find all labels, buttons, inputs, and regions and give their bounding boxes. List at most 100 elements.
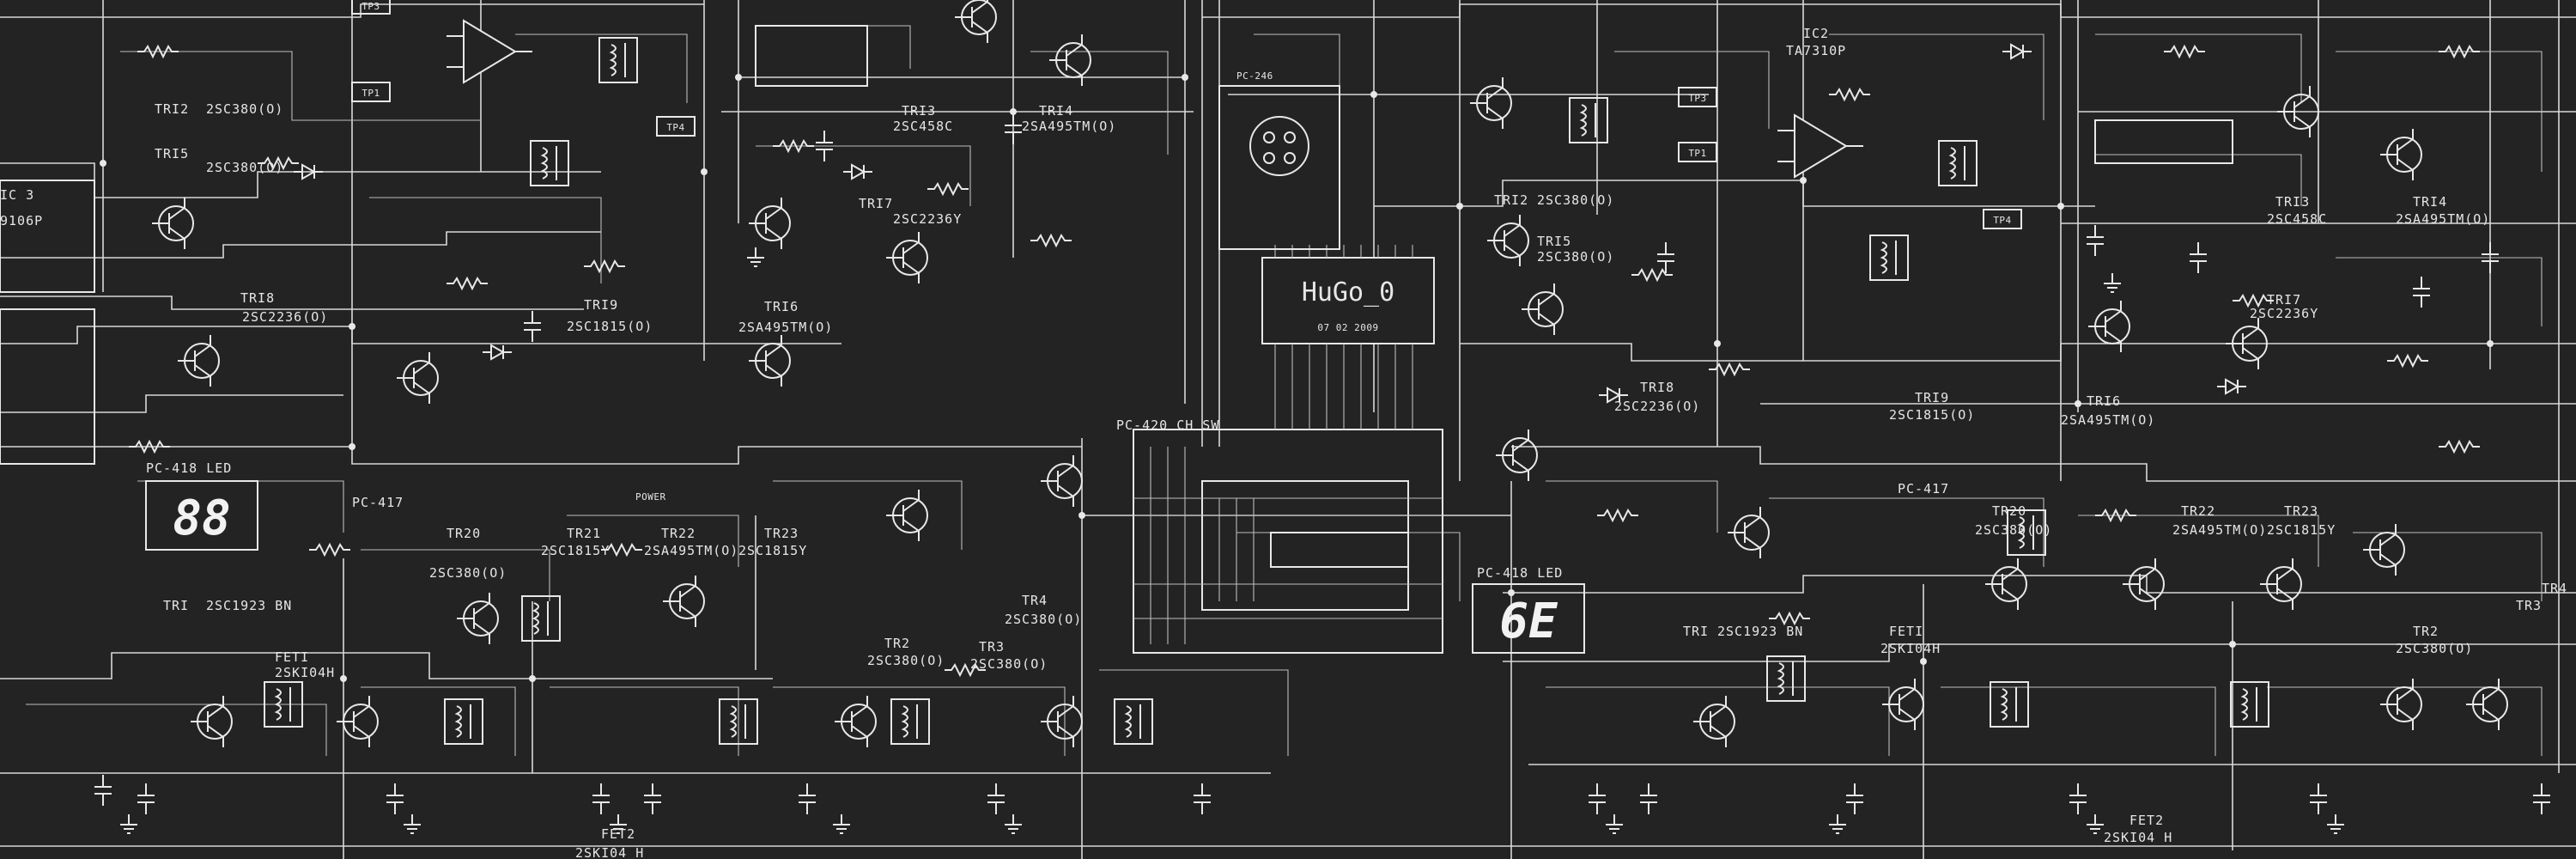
transistor-ref: TRI4 <box>1039 103 1073 119</box>
transistor-ref: TRI6 <box>764 299 799 314</box>
transistor-ref: TRI8 <box>1640 380 1674 395</box>
transistor-part: 2SC380(O) <box>429 565 507 581</box>
transistor-ref: TRI7 <box>859 196 893 211</box>
main-chip: HuGo_0 07 02 2009 <box>1218 85 1435 430</box>
board-label: PC-246 <box>1236 70 1273 82</box>
transistor-ref: TR22 <box>661 526 696 541</box>
op-amp-symbol <box>446 20 533 83</box>
transistor-ref: TRI7 <box>2267 292 2301 308</box>
transistor-ref: TRI9 <box>1915 390 1949 405</box>
transistor-part: 2SKI04H <box>275 665 335 680</box>
transistor-part: 2SC2236(O) <box>1614 399 1700 414</box>
test-point-label: TP3 <box>361 1 380 12</box>
transistor-part: 2SA495TM(O) <box>2061 412 2155 428</box>
led-display-digits: 88 <box>173 490 230 546</box>
transistor-part: 2SC2236Y <box>2250 306 2318 321</box>
led-display-left: 88 PC-418 LED <box>145 460 258 551</box>
board-label: PC-417 <box>352 495 404 510</box>
transistor-part: 2SKI04 H <box>575 845 644 859</box>
coil-symbols <box>264 37 2269 745</box>
transistor-part: 2SC1923 BN <box>206 598 292 613</box>
test-point-label: TP3 <box>1688 93 1706 104</box>
transistor-part: 2SC380(O) <box>1537 249 1614 265</box>
transistor-ref: TRI6 <box>2087 393 2121 409</box>
transistor-ref: TRI3 <box>902 103 936 119</box>
board-label: POWER <box>635 491 666 503</box>
chip-label: HuGo_0 <box>1302 277 1394 308</box>
transistor-part: 2SC380(O) <box>2396 641 2473 656</box>
transistor-part: 2SC1815(O) <box>567 319 653 334</box>
led-panel-label: PC-418 LED <box>1477 565 1563 581</box>
board-label: PC-417 <box>1898 481 1949 497</box>
transistor-part: 2SC380(O) <box>1005 612 1082 627</box>
transistor-part: 2SC1815Y <box>2267 522 2336 538</box>
test-point-label: TP1 <box>361 88 380 99</box>
transistor-ref: TR21 <box>567 526 601 541</box>
transistor-ref: TR20 <box>447 526 481 541</box>
switch-matrix <box>1133 429 1443 654</box>
transistor-ref: TR23 <box>2284 503 2318 519</box>
transistor-ref: TRI2 <box>155 101 189 117</box>
transistor-part: 2SC1815Y <box>541 543 610 558</box>
transistor-ref: TRI8 <box>240 290 275 306</box>
transistor-ref: FET2 <box>2129 813 2164 828</box>
led-display-right: 6E PC-418 LED <box>1472 565 1585 654</box>
ic-label: IC2 <box>1803 26 1829 41</box>
test-points: TP3 TP1 TP4 TP3 TP1 TP4 <box>351 0 2022 229</box>
diode-symbols <box>293 44 2247 403</box>
transistor-ref: FETI <box>1889 624 1923 639</box>
transistor-ref: TRI4 <box>2413 194 2447 210</box>
transistor-part: 2SA495TM(O) <box>1022 119 1116 134</box>
transistor-part: 2SC1815(O) <box>1889 407 1975 423</box>
transistor-ref: TRI2 <box>1494 192 1528 208</box>
ic-blocks <box>0 25 2233 465</box>
labels-layer: IC 3 9106P IC2 TA7310P PC-417 PC-417 PC-… <box>0 26 2567 859</box>
transistor-part: 2SA495TM(O) <box>2396 211 2490 227</box>
transistor-part: 2SC380(O) <box>206 101 283 117</box>
test-point-label: TP4 <box>666 122 684 133</box>
ic-label: 9106P <box>0 213 43 228</box>
transistor-part: 2SC2236(O) <box>242 309 328 325</box>
transistor-ref: TR22 <box>2181 503 2215 519</box>
transistor-part: 2SC1815Y <box>738 543 807 558</box>
transistor-part: 2SC380(O) <box>970 656 1048 672</box>
transistor-part: 2SA495TM(O) <box>644 543 738 558</box>
transistor-part: 2SC1923 BN <box>1717 624 1803 639</box>
led-panel-label: PC-418 LED <box>146 460 232 476</box>
transistor-ref: TR20 <box>1992 503 2026 519</box>
test-point-label: TP1 <box>1688 148 1706 159</box>
transistor-part: 2SC458C <box>893 119 953 134</box>
transistor-ref: TR4 <box>1022 593 1048 608</box>
transistor-ref: FETI <box>275 649 309 665</box>
board-label: PC-420 CH SW <box>1116 417 1219 433</box>
transistor-ref: TR23 <box>764 526 799 541</box>
transistor-ref: TR4 <box>2542 581 2567 596</box>
transistor-ref: TRI5 <box>1537 234 1571 249</box>
transistor-part: 2SKI04H <box>1880 641 1941 656</box>
transistor-part: 2SA495TM(O) <box>738 320 833 335</box>
transistor-ref: TRI9 <box>584 297 618 313</box>
transistor-ref: TRI3 <box>2275 194 2310 210</box>
ic-label: IC 3 <box>0 187 34 203</box>
transistor-ref: TR2 <box>2413 624 2439 639</box>
transistor-part: 2SC2236Y <box>893 211 962 227</box>
transistor-part: 2SC380(O) <box>206 160 283 175</box>
junction-dots <box>100 74 2494 682</box>
transistor-ref: TR3 <box>2516 598 2542 613</box>
transistor-part: 2SC380(O) <box>867 653 945 668</box>
transistor-ref: TRI <box>163 598 189 613</box>
transistor-ref: TR2 <box>884 636 910 651</box>
op-amp-symbol <box>1777 114 1864 178</box>
transistor-ref: TR3 <box>979 639 1005 655</box>
transistor-part: 2SKI04 H <box>2104 830 2172 845</box>
test-point-label: TP4 <box>1993 215 2011 226</box>
transistor-ref: TRI <box>1683 624 1709 639</box>
transistor-ref: TRI5 <box>155 146 189 161</box>
led-display-digits: 6E <box>1499 594 1558 649</box>
transistor-ref: FET2 <box>601 826 635 842</box>
transistor-part: 2SC458C <box>2267 211 2327 227</box>
transistor-part: 2SA495TM(O) <box>2172 522 2267 538</box>
ic-label: TA7310P <box>1786 43 1846 58</box>
